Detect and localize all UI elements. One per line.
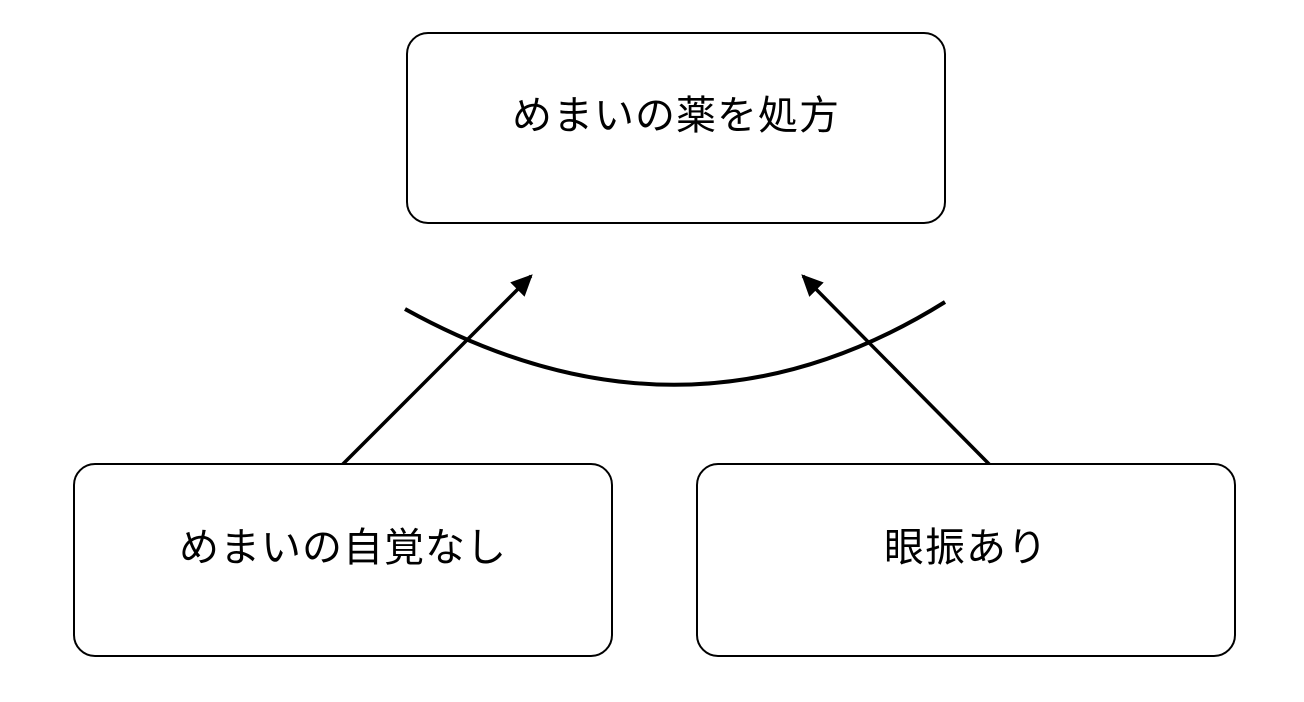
node-top: めまいの薬を処方: [406, 32, 946, 224]
connector-arc: [404, 300, 947, 387]
node-bottom-left-label: めまいの自覚なし: [179, 526, 507, 570]
node-bottom-left: めまいの自覚なし: [73, 463, 613, 657]
arrow-left: [340, 274, 533, 467]
node-top-label: めまいの薬を処方: [512, 94, 840, 138]
node-bottom-right: 眼振あり: [696, 463, 1236, 657]
node-bottom-right-label: 眼振あり: [884, 526, 1048, 570]
arrow-right: [801, 274, 992, 467]
